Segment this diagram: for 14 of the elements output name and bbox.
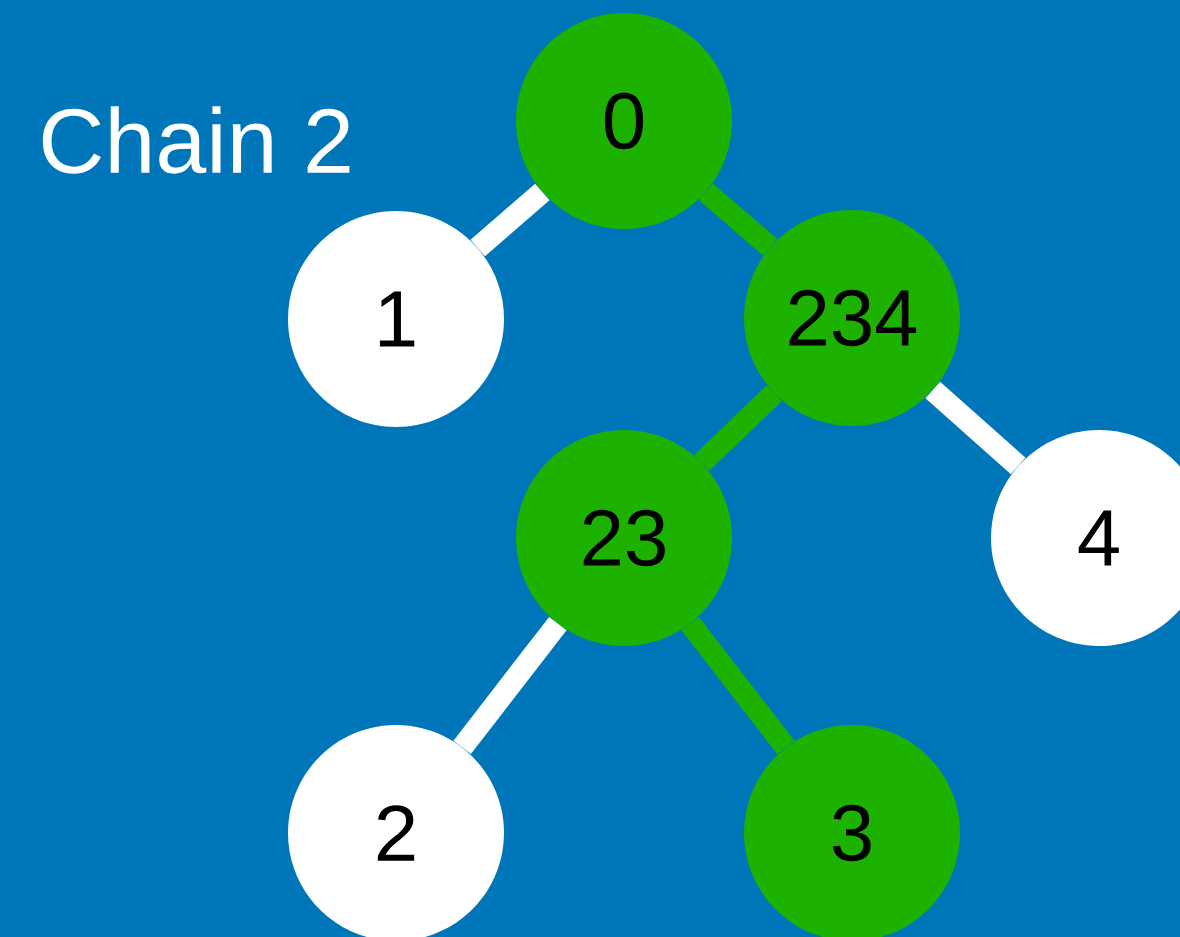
tree-node: 3: [744, 725, 960, 937]
tree-node: 234: [744, 210, 960, 426]
tree-node: 4: [991, 430, 1180, 646]
title: Chain 2: [42, 106, 350, 174]
connector: [470, 183, 550, 257]
connector: [925, 381, 1026, 475]
tree-node: 0: [516, 13, 732, 229]
tree-node: 1: [288, 211, 504, 427]
connector: [453, 616, 567, 755]
connector: [681, 616, 795, 755]
tree-node: 23: [516, 430, 732, 646]
connector: [698, 183, 778, 256]
tree-node: 2: [288, 725, 504, 937]
connector: [694, 385, 782, 471]
